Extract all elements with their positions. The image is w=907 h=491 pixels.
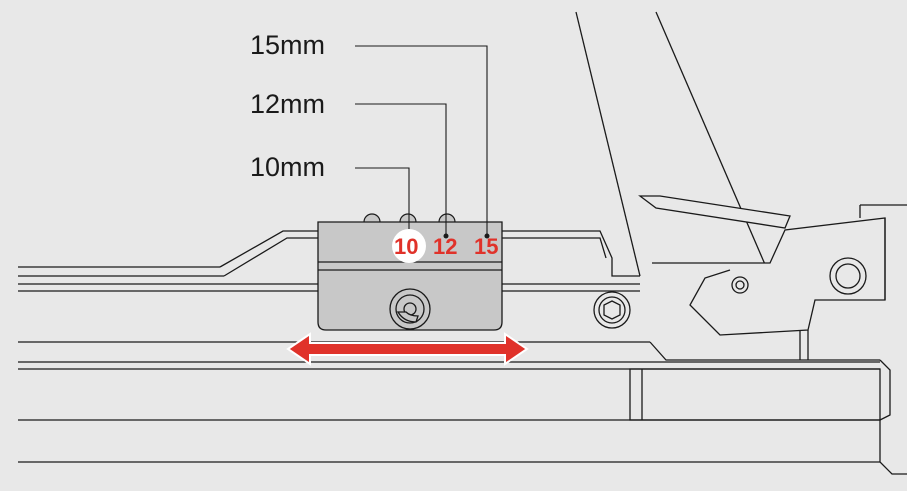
callout-15mm: 15mm <box>250 30 326 60</box>
position-10: 10 <box>394 234 419 259</box>
handle-right <box>655 11 771 277</box>
lever-top <box>638 195 791 229</box>
plate-body <box>317 221 503 331</box>
end-foot <box>879 420 907 475</box>
leader-10 <box>355 167 410 236</box>
adjustment-screw-icon <box>389 288 431 330</box>
leader-15 <box>355 45 488 236</box>
adjustment-plate <box>317 213 503 331</box>
pivot-large <box>829 257 867 295</box>
frame-top <box>859 204 907 218</box>
hex-socket-screw-icon <box>593 291 631 329</box>
position-15: 15 <box>474 234 499 259</box>
pivot-large-inner <box>835 263 861 289</box>
rail-profile <box>219 230 640 277</box>
pivot-pin-inner <box>735 280 745 290</box>
end-cap <box>879 359 891 421</box>
selected-position-highlight <box>392 229 426 263</box>
callout-10mm: 10mm <box>250 152 326 182</box>
lever-body <box>652 217 886 336</box>
leader-lines <box>355 45 488 236</box>
pivot-pin <box>731 276 749 294</box>
callout-12mm: 12mm <box>250 89 326 119</box>
hex-socket <box>603 300 621 320</box>
handle-left <box>575 11 641 277</box>
double-arrow-horizontal-icon <box>286 332 529 366</box>
leader-12 <box>355 103 447 236</box>
position-12: 12 <box>433 234 458 259</box>
body-step <box>649 341 880 361</box>
end-block <box>629 368 881 421</box>
hex-socket-screw-rim <box>598 296 626 324</box>
